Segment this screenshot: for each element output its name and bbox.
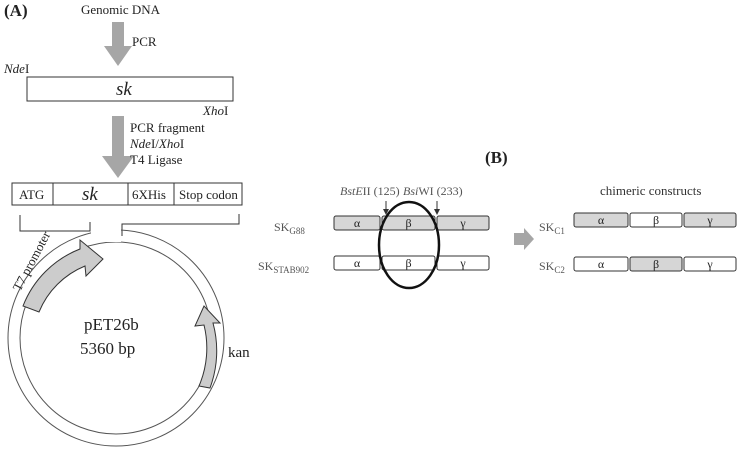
sk-c2-beta-segment [629,256,683,272]
sk-pcr-product [26,76,234,102]
t7-promoter-arrow-icon [22,238,104,313]
his-tag-segment-label: 6XHis [132,187,166,202]
sk-stab902-gamma-label: γ [459,256,466,270]
sk-c2-alpha-label: α [598,257,605,271]
atg-segment-label: ATG [19,187,44,202]
sk-g88-label: SKG88 [274,220,305,236]
sk-stab902-label: SKSTAB902 [258,259,309,275]
sk-g88-alpha-label: α [354,216,361,230]
sk-c1-alpha-label: α [598,213,605,227]
sk-c1-alpha-segment [573,212,629,228]
chimera-arrow-icon [514,228,534,250]
sk-g88-gamma-label: γ [459,216,466,230]
sk-c2-label: SKC2 [539,259,565,275]
sk-c1-beta-segment [629,212,683,228]
expression-construct: ATG sk 6XHis Stop codon [11,182,243,206]
sk-g88-gamma-segment [436,215,490,231]
sk-stab902-alpha-label: α [354,256,361,270]
panel-a-label: (A) [4,1,28,20]
sk-c1-gamma-label: γ [706,213,713,227]
kan-label: kan [228,345,250,361]
left-insertion-bracket [19,215,91,232]
sk-c1-gamma-segment [683,212,737,228]
sk-pcr-product-label: sk [116,79,132,100]
sk-c2-beta-label: β [653,257,659,271]
pcr-arrow-icon [104,22,132,66]
sk-c2-gamma-label: γ [706,257,713,271]
sk-c1-label: SKC1 [539,220,565,236]
plasmid-map [7,226,225,447]
genomic-dna-label: Genomic DNA [81,2,161,17]
pcr-fragment-label: PCR fragment [130,120,205,135]
sk-stab902-alpha-segment [333,255,381,271]
sk-g88-beta-label: β [405,216,411,230]
plasmid-name: pET26b [84,315,139,334]
domain-segment-rows: α β γ α β γ α β γ α β γ [333,212,737,272]
stop-codon-segment-label: Stop codon [179,187,238,202]
sk-stab902-beta-label: β [405,256,411,270]
chimeric-constructs-title: chimeric constructs [600,183,701,198]
bsteii-site-label: BstEII (125) [340,184,400,198]
sk-segment-label: sk [82,184,98,205]
panel-b-label: (B) [485,148,508,167]
sk-c2-gamma-segment [683,256,737,272]
t4-ligase-label: T4 Ligase [130,152,183,167]
xhoi-site-label: XhoI [202,103,228,118]
plasmid-size: 5360 bp [80,339,135,358]
bsiwi-site-label: BsiWI (233) [403,184,463,198]
kan-resistance-arrow-icon [194,305,222,389]
beta-domain-highlight-ellipse [377,200,441,290]
cloning-arrow-icon [102,116,134,178]
sk-g88-alpha-segment [333,215,381,231]
restriction-enzymes-label: NdeI/XhoI [129,136,184,151]
ndei-site-label: NdeI [3,61,29,76]
sk-c2-alpha-segment [573,256,629,272]
pcr-label: PCR [132,34,157,49]
sk-c1-beta-label: β [653,213,659,227]
